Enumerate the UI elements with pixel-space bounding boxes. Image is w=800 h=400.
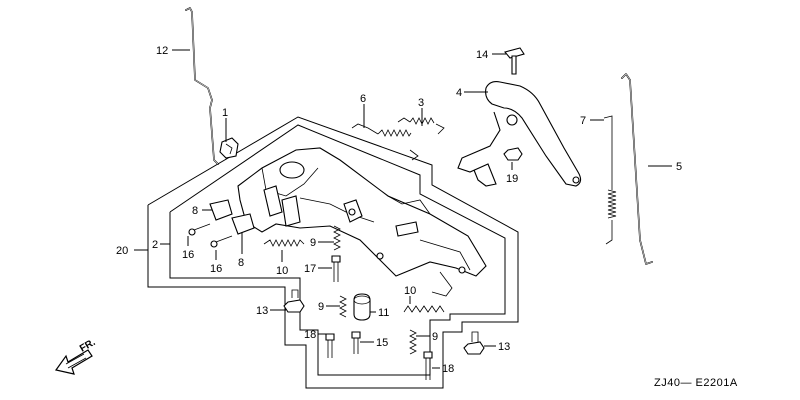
callout-8-lower: 8 xyxy=(238,257,244,269)
flange-bolt-13-part-a xyxy=(283,289,305,313)
nut-19-part xyxy=(503,147,523,161)
callout-13-b: 13 xyxy=(498,341,510,353)
callout-11: 11 xyxy=(378,307,389,319)
spring-10-part-a xyxy=(263,239,305,247)
front-direction-indicator: FR. xyxy=(54,337,98,375)
callout-2: 2 xyxy=(152,239,158,251)
diagram-code: ZJ40— E2201A xyxy=(654,377,738,389)
callout-3: 3 xyxy=(418,97,424,109)
callout-6: 6 xyxy=(360,93,366,105)
screw-17-part xyxy=(331,255,341,282)
callout-9-a: 9 xyxy=(310,237,316,249)
flange-bolt-13-part-b xyxy=(463,331,485,355)
control-lever-part xyxy=(457,81,582,187)
callout-4: 4 xyxy=(456,87,462,99)
callout-15: 15 xyxy=(376,337,388,349)
callout-19: 19 xyxy=(506,173,518,185)
callout-18-a: 18 xyxy=(304,329,316,341)
screw-16-part-b xyxy=(210,235,233,248)
choke-spring-part xyxy=(603,115,617,245)
bracket-8-part-lower xyxy=(231,213,255,235)
screw-18-part-a xyxy=(325,333,335,358)
callout-12: 12 xyxy=(156,45,168,57)
callout-10-a: 10 xyxy=(276,265,288,277)
callout-20: 20 xyxy=(116,245,128,257)
collar-11-part xyxy=(353,293,371,321)
callout-7: 7 xyxy=(580,115,586,127)
screw-18-part-b xyxy=(423,351,433,380)
screw-15-part xyxy=(351,331,361,354)
spring-9-part-c xyxy=(409,329,417,355)
leader-lines xyxy=(134,49,672,369)
spring-10-part-b xyxy=(403,305,445,313)
callout-16-a: 16 xyxy=(182,249,194,261)
callout-5: 5 xyxy=(676,161,682,173)
choke-rod-part xyxy=(621,73,653,265)
callout-13-a: 13 xyxy=(256,305,268,317)
callout-labels: 12 1 6 3 14 4 7 5 19 8 20 2 16 16 8 10 9… xyxy=(116,45,682,375)
callout-9-b: 9 xyxy=(318,301,324,313)
front-arrow-icon xyxy=(54,349,93,375)
callout-9-c: 9 xyxy=(432,331,438,343)
callout-1: 1 xyxy=(222,107,228,119)
callout-16-b: 16 xyxy=(210,263,222,275)
throttle-rod-part xyxy=(185,7,219,165)
callout-8-upper: 8 xyxy=(192,205,198,217)
spring-9-part-b xyxy=(339,295,347,318)
control-plate-part xyxy=(237,147,487,297)
screw-16-part-a xyxy=(188,223,211,236)
governor-spring-part xyxy=(351,123,419,161)
callout-17: 17 xyxy=(304,263,316,275)
callout-14: 14 xyxy=(476,49,488,61)
bracket-8-part-upper xyxy=(209,199,233,221)
callout-10-b: 10 xyxy=(404,285,416,297)
bolt-14-part xyxy=(504,47,525,75)
clip-part xyxy=(219,137,239,159)
spring-9-part-a xyxy=(333,225,341,251)
front-direction-label: FR. xyxy=(78,337,98,355)
callout-18-b: 18 xyxy=(442,363,454,375)
